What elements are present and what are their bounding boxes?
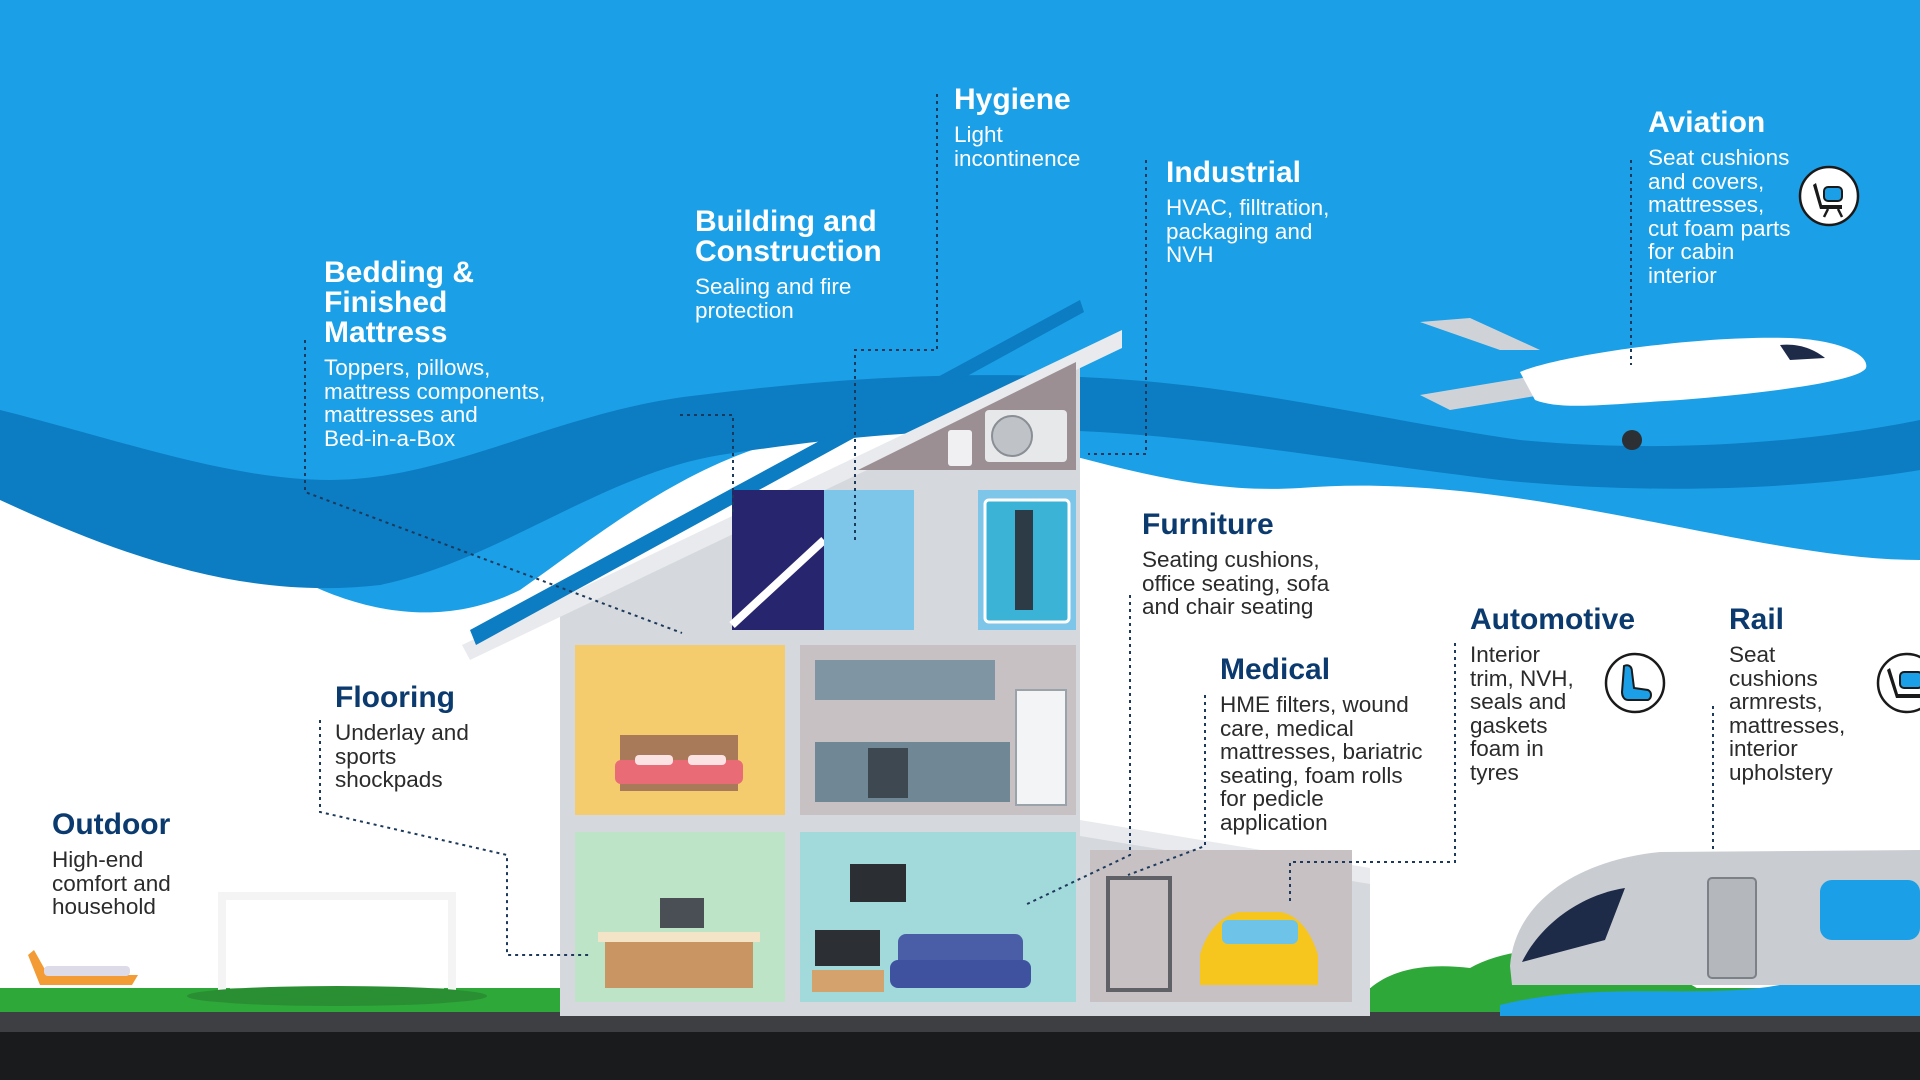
label-rail-title: Rail <box>1729 603 1785 636</box>
hallway <box>918 490 974 630</box>
leader-hygiene <box>854 94 938 540</box>
car-windshield <box>1222 920 1298 944</box>
label-bedding: Bedding & Finished Mattress Toppers, pil… <box>324 258 545 450</box>
roof-blue <box>470 300 1084 645</box>
tv <box>815 930 880 966</box>
label-bedding-title: Bedding & Finished Mattress <box>324 256 474 349</box>
leader-building <box>680 414 734 515</box>
kitchen-upper-cabinets <box>815 660 995 700</box>
desk <box>605 938 753 988</box>
label-rail-desc: Seat cushions armrests, mattresses, inte… <box>1729 642 1846 785</box>
sofa-back <box>898 934 1023 968</box>
train-seat-icon <box>1876 652 1920 714</box>
bathroom-room <box>824 490 914 630</box>
ground-edge <box>0 1012 1920 1032</box>
leader-bedding <box>304 340 683 634</box>
label-bedding-desc: Toppers, pillows, mattress components, m… <box>324 355 546 451</box>
leader-lines <box>304 94 1714 956</box>
aircraft-seat-icon <box>1798 165 1860 227</box>
label-automotive-title: Automotive <box>1470 603 1635 636</box>
label-hygiene: Hygiene Light incontinence <box>954 85 1080 170</box>
fridge <box>1015 689 1067 806</box>
label-outdoor-title: Outdoor <box>52 808 171 841</box>
aircraft <box>1420 318 1867 450</box>
label-hygiene-desc: Light incontinence <box>954 122 1081 171</box>
window-stripe <box>729 537 827 628</box>
house <box>462 300 1370 1016</box>
garage-shelves <box>1106 876 1172 992</box>
bed-pillow-left <box>635 755 673 765</box>
label-flooring: Flooring Underlay and sports shockpads <box>335 683 469 792</box>
label-building: Building and Construction Sealing and fi… <box>695 207 882 322</box>
sky-band <box>0 375 1920 589</box>
label-furniture-desc: Seating cushions, office seating, sofa a… <box>1142 547 1330 619</box>
air-purifier <box>948 430 972 466</box>
label-aviation-desc: Seat cushions and covers, mattresses, cu… <box>1648 145 1791 288</box>
label-industrial-desc: HVAC, filltration, packaging and NVH <box>1166 195 1330 267</box>
leader-furniture <box>1024 595 1131 906</box>
label-building-desc: Sealing and fire protection <box>695 274 852 323</box>
ac-fan <box>991 415 1033 457</box>
leader-industrial <box>1088 160 1147 455</box>
sun-lounger <box>28 950 138 985</box>
label-rail: Rail Seat cushions armrests, mattresses,… <box>1729 605 1845 784</box>
desk-top <box>598 932 760 942</box>
tv-stand <box>812 970 884 992</box>
label-automotive-desc: Interior trim, NVH, seals and gaskets fo… <box>1470 642 1574 785</box>
label-outdoor: Outdoor High-end comfort and household <box>52 810 171 919</box>
label-medical-desc: HME filters, wound care, medical mattres… <box>1220 692 1423 835</box>
label-medical-title: Medical <box>1220 653 1331 686</box>
label-flooring-desc: Underlay and sports shockpads <box>335 720 469 792</box>
label-furniture: Furniture Seating cushions, office seati… <box>1142 510 1329 619</box>
monitor <box>660 898 704 928</box>
label-flooring-title: Flooring <box>335 681 455 714</box>
train <box>1510 850 1920 985</box>
label-aviation: Aviation Seat cushions and covers, mattr… <box>1648 108 1791 287</box>
label-industrial: Industrial HVAC, filltration, packaging … <box>1166 158 1329 267</box>
label-aviation-title: Aviation <box>1648 106 1766 139</box>
label-hygiene-title: Hygiene <box>954 83 1071 116</box>
bed-pillow-right <box>688 755 726 765</box>
sofa-seat <box>890 960 1031 988</box>
football-goal <box>187 892 487 1006</box>
leader-automotive <box>1289 643 1456 905</box>
car-seat-icon <box>1604 652 1666 714</box>
shower-panel <box>1015 510 1033 610</box>
label-medical: Medical HME filters, wound care, medical… <box>1220 655 1423 834</box>
label-outdoor-desc: High-end comfort and household <box>52 847 171 919</box>
kitchen-lower-cabinets <box>815 742 1010 802</box>
label-industrial-title: Industrial <box>1166 156 1302 189</box>
bed-mattress <box>615 760 743 784</box>
kitchen-oven <box>868 748 908 798</box>
label-automotive: Automotive Interior trim, NVH, seals and… <box>1470 605 1635 784</box>
leader-medical <box>1127 695 1206 876</box>
corkboard <box>850 864 906 902</box>
label-furniture-title: Furniture <box>1142 508 1274 541</box>
water <box>1500 980 1920 1016</box>
label-building-title: Building and Construction <box>695 205 882 268</box>
